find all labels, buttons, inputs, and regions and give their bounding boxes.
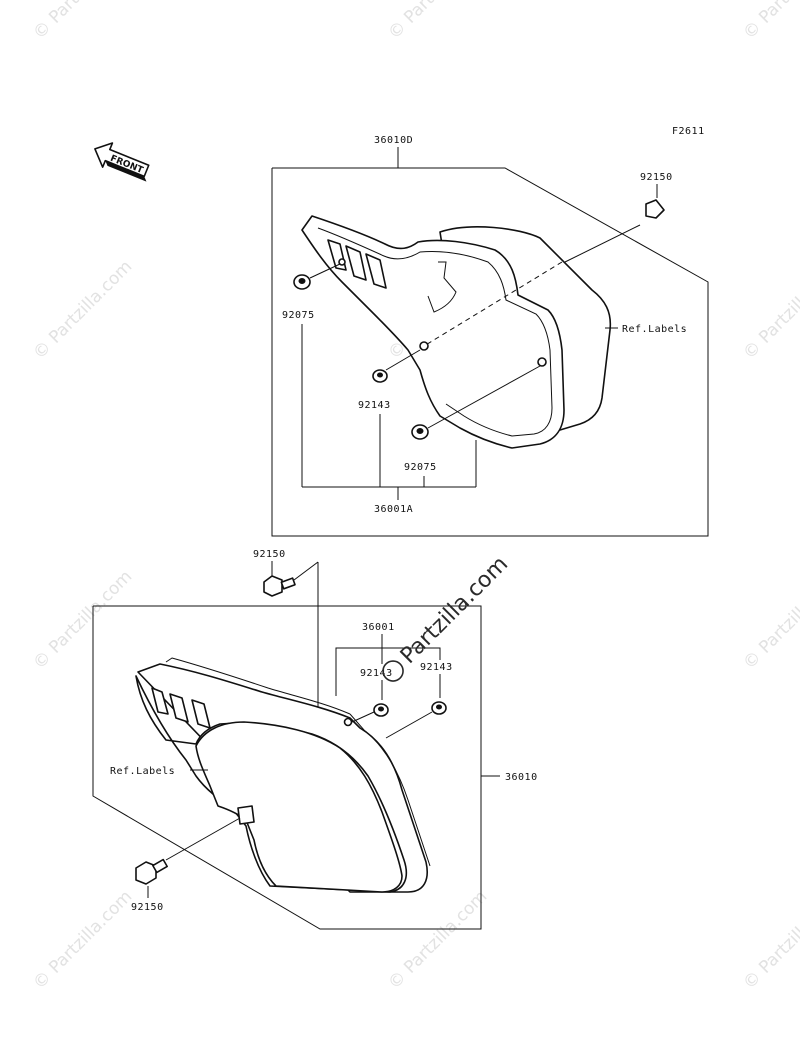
upper-vent-slot [365, 253, 387, 289]
lower-mount-boss [237, 805, 255, 825]
upper-mount-hole [537, 357, 547, 367]
lower-sub-assembly-label: 36001 [362, 622, 395, 633]
watermark: © Partzilla.com [739, 0, 800, 44]
upper-side-cover [301, 215, 565, 449]
lower-bolt-bottom-label: 92150 [131, 902, 164, 913]
upper-grommet-bottom-icon [411, 365, 541, 440]
watermark: © Partzilla.com [29, 257, 136, 364]
lower-collar-right-icon [385, 701, 447, 739]
watermark: © Partzilla.com [29, 0, 136, 44]
lower-bolt-top-icon [263, 561, 319, 597]
upper-cover-notch [427, 261, 457, 313]
figure-code: F2611 [672, 126, 705, 137]
front-arrow-icon: FRONT [94, 142, 150, 182]
upper-mount-hole [419, 341, 429, 351]
watermark: © Partzilla.com [29, 887, 136, 994]
upper-grommet-top-label: 92075 [282, 310, 315, 321]
lower-bolt-top-label: 92150 [253, 549, 286, 560]
lower-cover-rim [165, 657, 351, 715]
upper-collar-icon [372, 349, 421, 383]
watermark: © Partzilla.com [384, 887, 491, 994]
upper-bolt-label: 92150 [640, 172, 673, 183]
upper-ref-labels: Ref.Labels [622, 324, 687, 335]
upper-bolt-icon [564, 199, 665, 263]
upper-grommet-bottom-label: 92075 [404, 462, 437, 473]
lower-collar-left-icon [351, 703, 389, 723]
lower-collar-right-label: 92143 [420, 662, 453, 673]
lower-sub-bracket [335, 647, 441, 696]
upper-vent-slot [345, 245, 367, 281]
watermark: © Partzilla.com [29, 567, 136, 674]
lower-vent-slot [191, 699, 211, 729]
lower-assembly: 36010 92150 36001 92143 [92, 549, 538, 930]
upper-frame [271, 167, 709, 537]
upper-sub-assembly-label: 36001A [374, 504, 413, 515]
lower-assembly-number: 36010 [505, 772, 538, 783]
lower-cover-rim [349, 713, 431, 867]
lower-bolt-bottom-icon [135, 817, 241, 885]
upper-assembly: 36010D 92150 92075 [271, 135, 709, 537]
watermark: © Partzilla.com [739, 567, 800, 674]
upper-cover-rim [317, 227, 553, 437]
lower-ref-labels: Ref.Labels [110, 766, 175, 777]
watermark: © Partzilla.com [384, 0, 491, 44]
watermark: Partzilla.com [396, 552, 513, 669]
upper-sub-assembly-bracket [301, 324, 477, 500]
upper-collar-label: 92143 [358, 400, 391, 411]
lower-collar-left-label: 92143 [360, 668, 393, 679]
lower-mount-hole [343, 717, 353, 727]
lower-vent-slot [151, 687, 169, 715]
upper-assembly-number: 36010D [374, 135, 413, 146]
watermark: © Partzilla.com [739, 257, 800, 364]
upper-grommet-top-icon [293, 263, 341, 290]
lower-frame [92, 605, 482, 930]
upper-mount-hole [338, 258, 346, 266]
lower-label-panel [195, 721, 403, 893]
lower-vent-slot [169, 693, 189, 723]
watermark: © Partzilla.com [739, 887, 800, 994]
